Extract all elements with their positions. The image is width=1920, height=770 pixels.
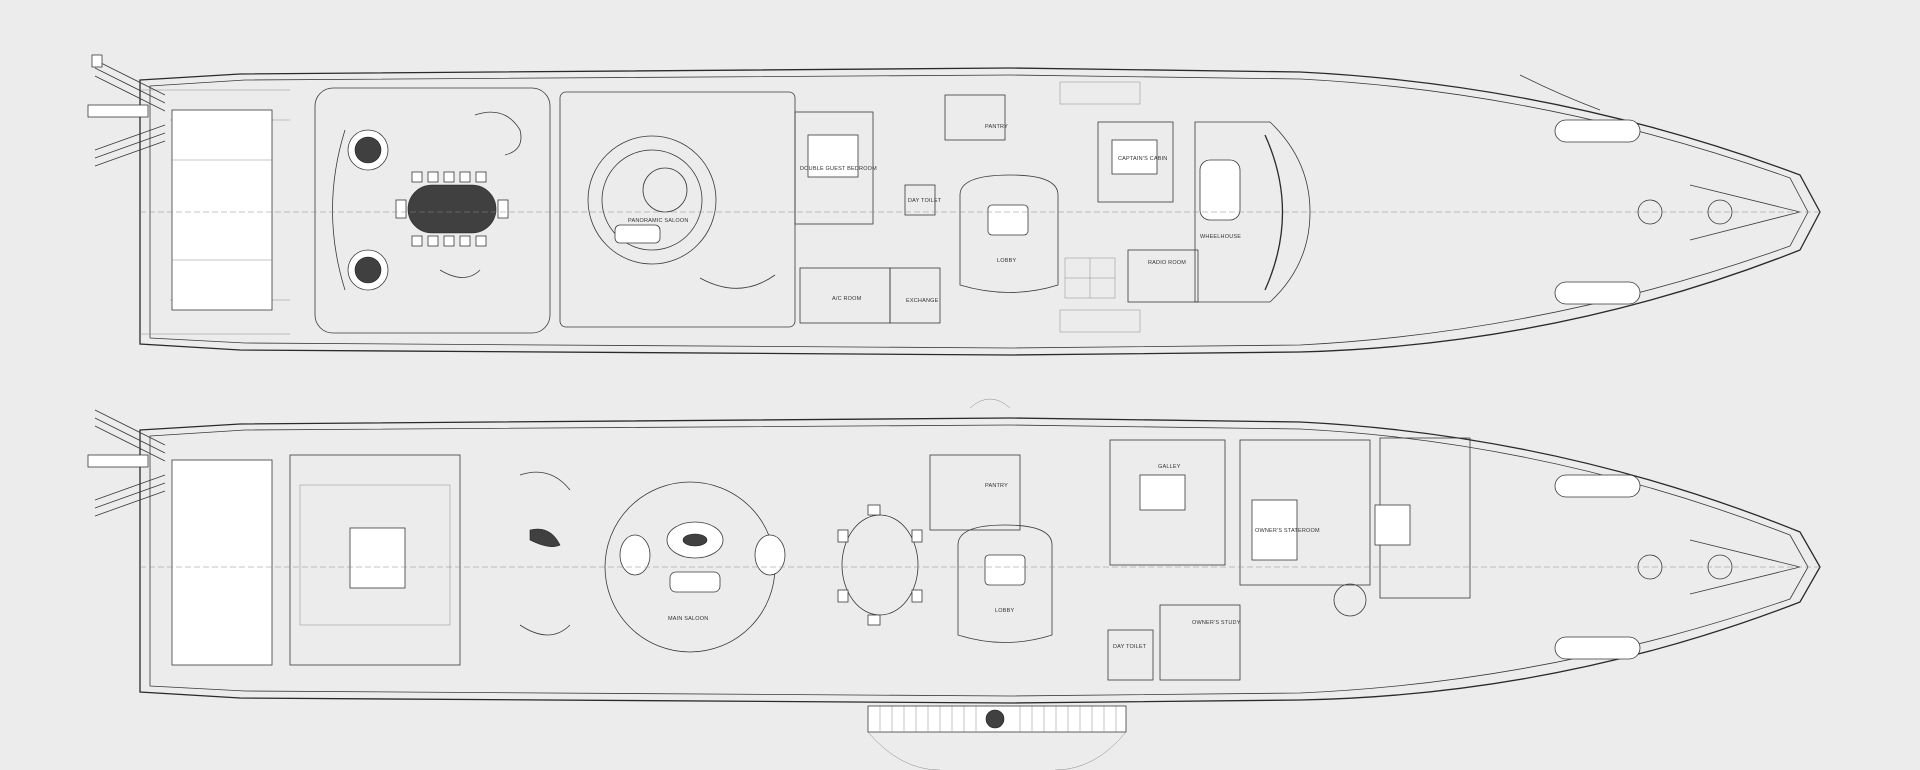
main-deck-plan: MAIN SALOON PANTRY GALLEY LOBBY DAY TOIL… [87,398,1821,770]
wheelhouse-label: WHEELHOUSE [1200,234,1241,240]
double-guest-bedroom-label: DOUBLE GUEST BEDROOM [800,166,877,172]
owners-stateroom-label: OWNER'S STATEROOM [1255,528,1320,534]
upper-pantry-label: PANTRY [985,124,1008,130]
main-deck-hull [139,417,1821,704]
galley-label: GALLEY [1158,464,1181,470]
main-day-toilet-label: DAY TOILET [1113,644,1147,650]
ac-room-label: A/C ROOM [832,296,862,302]
owners-study-label: OWNER'S STUDY [1192,620,1241,626]
main-saloon-label: MAIN SALOON [668,616,708,622]
main-pantry-label: PANTRY [985,483,1008,489]
radio-room-label: RADIO ROOM [1148,260,1186,266]
upper-day-toilet-label: DAY TOILET [908,198,942,204]
main-lobby-label: LOBBY [995,608,1014,614]
captains-cabin-label: CAPTAIN'S CABIN [1118,156,1167,162]
upper-deck-hull [139,67,1821,356]
exchange-label: EXCHANGE [906,298,939,304]
panoramic-saloon-label: PANORAMIC SALOON [628,218,689,224]
upper-lobby-label: LOBBY [997,258,1016,264]
upper-deck-plan: PANORAMIC SALOON DOUBLE GUEST BEDROOM DA… [87,54,1821,356]
